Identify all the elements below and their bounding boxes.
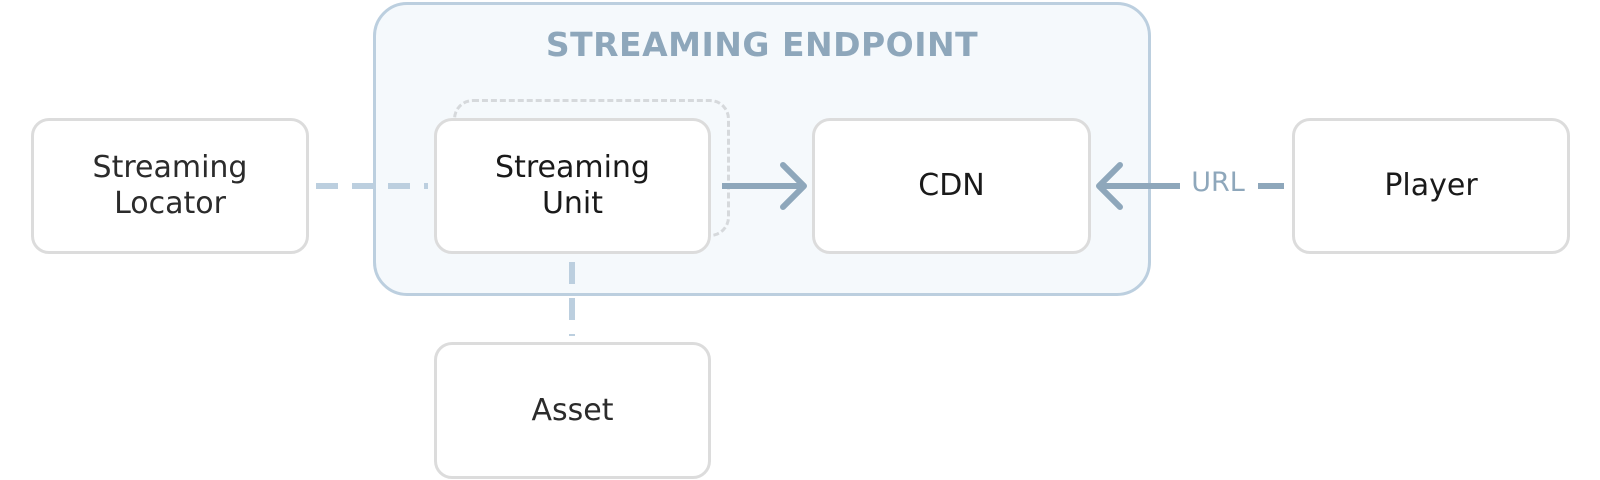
- streaming-unit-label-line1: Streaming: [495, 150, 650, 185]
- cdn-label: CDN: [918, 168, 985, 203]
- streaming-locator-label-line1: Streaming: [92, 150, 248, 185]
- streaming-locator-node: Streaming Locator: [31, 118, 309, 254]
- asset-node: Asset: [434, 342, 711, 479]
- player-node: Player: [1292, 118, 1570, 254]
- streaming-unit-node: Streaming Unit: [434, 118, 711, 254]
- streaming-locator-label-line2: Locator: [114, 186, 226, 221]
- unit-to-cdn-arrow-head: [780, 162, 807, 210]
- streaming-endpoint-title: STREAMING ENDPOINT: [545, 25, 979, 64]
- streaming-unit-label-line2: Unit: [541, 186, 604, 221]
- url-edge-label: URL: [1184, 167, 1252, 198]
- player-label: Player: [1384, 168, 1478, 203]
- asset-label: Asset: [531, 392, 614, 428]
- player-to-cdn-arrow-head: [1096, 162, 1123, 210]
- cdn-node: CDN: [812, 118, 1091, 254]
